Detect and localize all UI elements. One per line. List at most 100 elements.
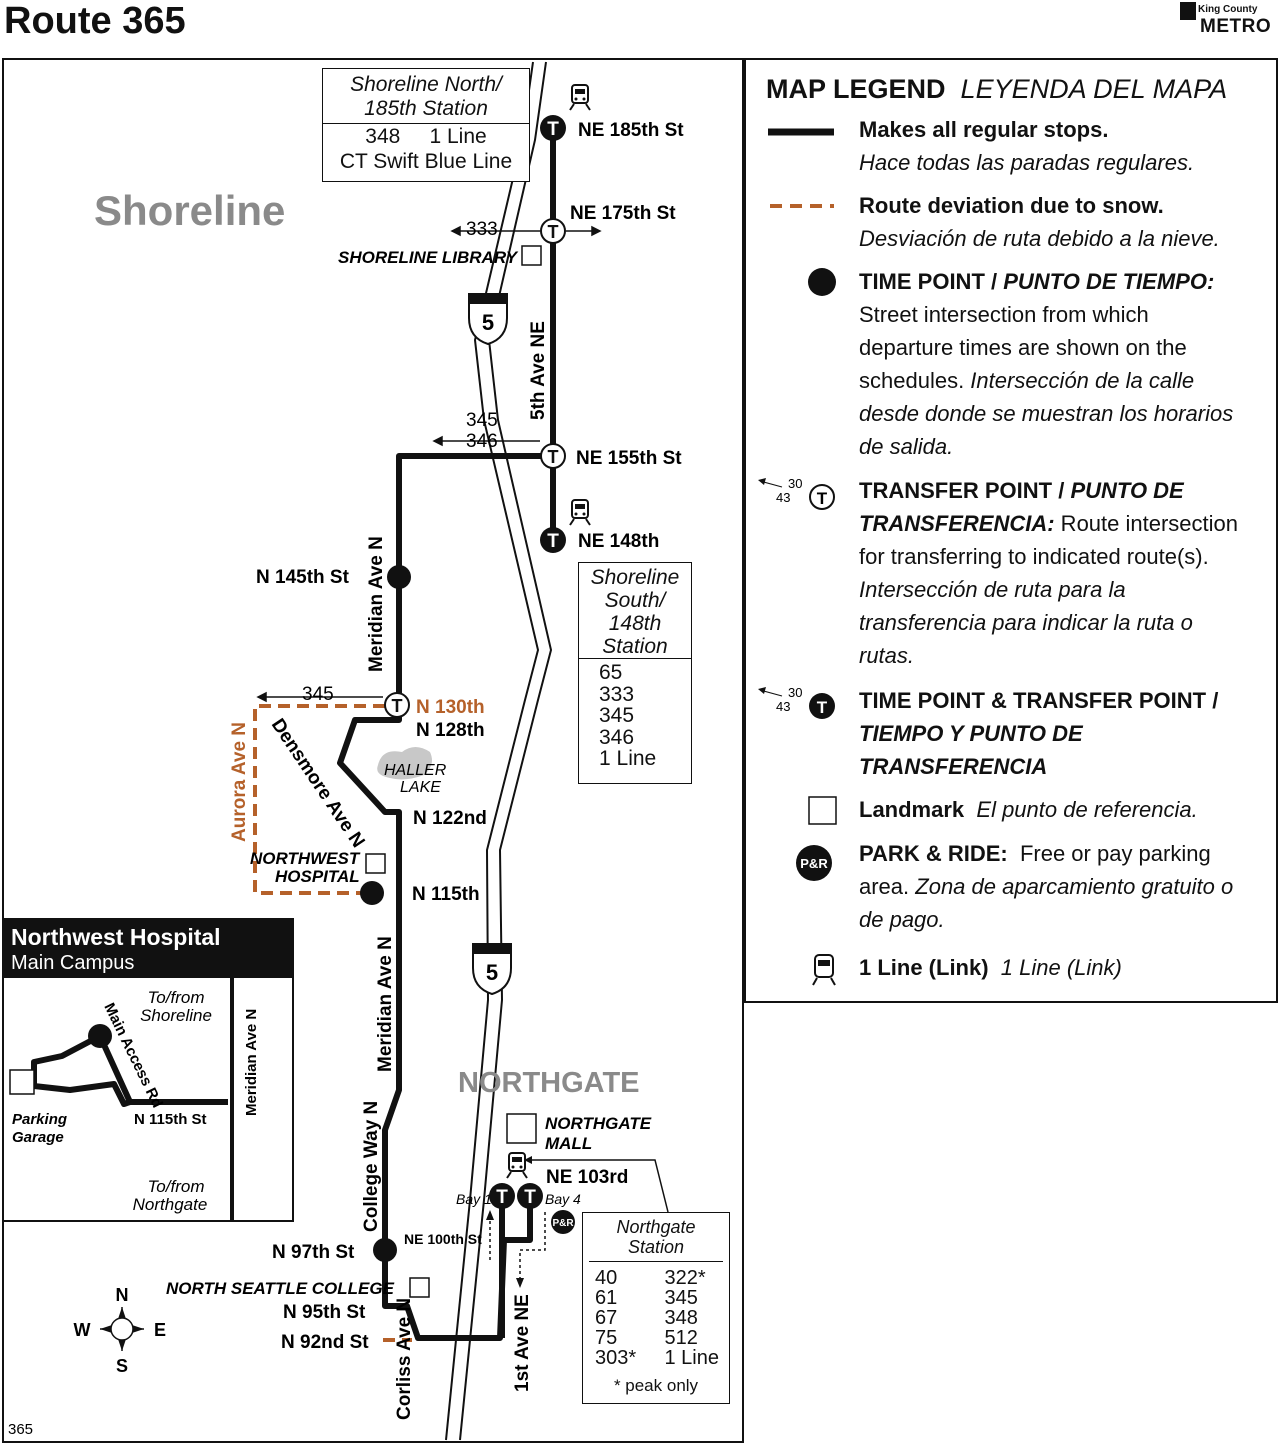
- svg-text:30: 30: [788, 476, 802, 491]
- bay-label: Bay 1: [456, 1191, 492, 1207]
- stop-label: NE 103rd: [546, 1167, 628, 1188]
- snow-deviation-route: [253, 704, 412, 1342]
- svg-text:43: 43: [776, 490, 790, 505]
- timepoint-transfer-marker: [517, 1183, 543, 1209]
- arrowhead: [486, 1210, 494, 1220]
- svg-text:E: E: [154, 1320, 166, 1340]
- interstate-5-shield: 5: [468, 293, 508, 346]
- station-route: 303*: [595, 1347, 637, 1369]
- svg-text:W: W: [74, 1320, 91, 1340]
- timepoint-marker: [387, 565, 411, 589]
- svg-text:43: 43: [776, 699, 790, 714]
- legend-transfer: TRANSFER POINT / PUNTO DE TRANSFERENCIA:…: [859, 474, 1238, 672]
- legend-title: MAP LEGEND: [766, 74, 946, 104]
- legend-text: El punto de referencia.: [976, 797, 1198, 822]
- svg-text:N 115th St: N 115th St: [134, 1111, 207, 1128]
- stop-label: NE 148th: [578, 531, 659, 552]
- svg-text:5: 5: [482, 310, 494, 335]
- station-route: 345: [599, 704, 635, 727]
- legend-text: transferencia para indicar la ruta o: [859, 610, 1193, 635]
- legend-text: Zona de aparcamiento gratuito o: [915, 874, 1234, 899]
- svg-text:5: 5: [486, 960, 498, 985]
- legend-text: rutas.: [859, 643, 915, 668]
- station-routes: CT Swift Blue Line: [339, 150, 513, 173]
- legend-link: 1 Line (Link) 1 Line (Link): [859, 951, 1122, 984]
- legend-text: area.: [859, 874, 916, 899]
- legend-regular: Makes all regular stops. Hace todas las …: [859, 113, 1194, 179]
- transfer-route-label: 346: [466, 431, 498, 452]
- legend-text: PUNTO DE TIEMPO:: [1003, 269, 1215, 294]
- legend: MAP LEGEND LEYENDA DEL MAPA 30 43 T 30 4…: [758, 74, 1238, 986]
- stop-label: NE 175th St: [570, 203, 676, 224]
- stop-label: NE 185th St: [578, 120, 684, 141]
- legend-text: de salida.: [859, 434, 954, 459]
- legend-text: Intersección de la calle: [970, 368, 1195, 393]
- street-label: Corliss Ave N: [394, 1298, 415, 1420]
- landmark-icon: [365, 853, 386, 874]
- area-label-northgate: NORTHGATE: [458, 1067, 640, 1099]
- crown-icon: [1180, 2, 1196, 20]
- svg-text:Garage: Garage: [12, 1129, 64, 1146]
- stop-label: N 115th: [412, 884, 480, 905]
- page-title: Route 365: [4, 0, 186, 42]
- legend-text: TIME POINT /: [859, 269, 1004, 294]
- station-title: Station: [627, 1237, 685, 1257]
- station-route: 333: [599, 682, 635, 706]
- svg-text:Northgate: Northgate: [133, 1195, 208, 1214]
- link-rail-icon: [506, 1152, 528, 1179]
- street-label: College Way N: [361, 1101, 382, 1232]
- station-route: 1 Line: [664, 1347, 720, 1369]
- station-title: 148th: [608, 612, 662, 635]
- legend-text: Street intersection from which: [859, 302, 1149, 327]
- station-title: South/: [604, 589, 666, 612]
- page-number: 365: [8, 1421, 33, 1438]
- svg-text:S: S: [116, 1356, 128, 1376]
- compass-rose: N S W E: [74, 1285, 167, 1376]
- station-route: 40: [595, 1267, 618, 1289]
- legend-text: 1 Line (Link): [859, 955, 989, 980]
- street-label: Meridian Ave N: [375, 936, 396, 1072]
- svg-text:30: 30: [788, 685, 802, 700]
- legend-combo: TIME POINT & TRANSFER POINT / TIEMPO Y P…: [859, 684, 1218, 783]
- legend-park-ride: PARK & RIDE: Free or pay parking area. Z…: [859, 837, 1233, 936]
- landmark-icon: [521, 245, 542, 266]
- svg-text:To/from: To/from: [147, 988, 204, 1007]
- station-box-shoreline-north: Shoreline North/ 185th Station 348 1 Lin…: [322, 68, 530, 182]
- area-label-shoreline: Shoreline: [94, 187, 285, 234]
- timepoint-transfer-marker: [489, 1183, 515, 1209]
- legend-text: TRANSFERENCIA: [859, 754, 1048, 779]
- inset-subtitle: Main Campus: [11, 952, 135, 974]
- interstate-5-road: [445, 61, 553, 1441]
- station-routes: 348 1 Line: [323, 123, 529, 149]
- legend-text: Route intersection: [1054, 511, 1238, 536]
- station-box-northgate: Northgate Station 40 61 67 75 303* 322* …: [582, 1212, 730, 1404]
- station-route: 67: [595, 1307, 618, 1329]
- stop-label: N 97th St: [272, 1242, 355, 1263]
- legend-timepoint: TIME POINT / PUNTO DE TIEMPO: Street int…: [859, 265, 1233, 463]
- legend-landmark: Landmark El punto de referencia.: [859, 793, 1198, 826]
- legend-snow: Route deviation due to snow. Desviación …: [859, 189, 1220, 255]
- landmark-icon: [409, 1277, 430, 1298]
- king-county-metro-logo: King County METRO: [1180, 2, 1278, 38]
- svg-text:P&R: P&R: [552, 1218, 574, 1229]
- svg-text:Meridian Ave N: Meridian Ave N: [243, 1009, 260, 1116]
- street-label: Meridian Ave N: [366, 536, 387, 672]
- legend-text: TRANSFER POINT /: [859, 478, 1071, 503]
- stop-label: N 145th St: [256, 567, 350, 588]
- svg-text:T: T: [817, 489, 828, 508]
- legend-title-row: MAP LEGEND LEYENDA DEL MAPA: [766, 74, 1227, 105]
- station-route: 1 Line: [599, 747, 657, 770]
- lake-label: LAKE: [400, 779, 441, 796]
- transfer-route-label: 333: [466, 219, 498, 240]
- station-route: 512: [664, 1327, 698, 1349]
- legend-text: TIEMPO Y PUNTO DE: [859, 721, 1083, 746]
- legend-text: Makes all regular stops.: [859, 117, 1109, 142]
- station-note: * peak only: [613, 1376, 699, 1395]
- inset-title: Northwest Hospital: [11, 924, 221, 950]
- legend-text: TRANSFERENCIA:: [859, 511, 1055, 536]
- station-title: Northgate: [616, 1217, 696, 1237]
- legend-text: 1 Line (Link): [1000, 955, 1122, 980]
- stop-label: NE 155th St: [576, 448, 682, 469]
- legend-title-es: LEYENDA DEL MAPA: [960, 74, 1228, 104]
